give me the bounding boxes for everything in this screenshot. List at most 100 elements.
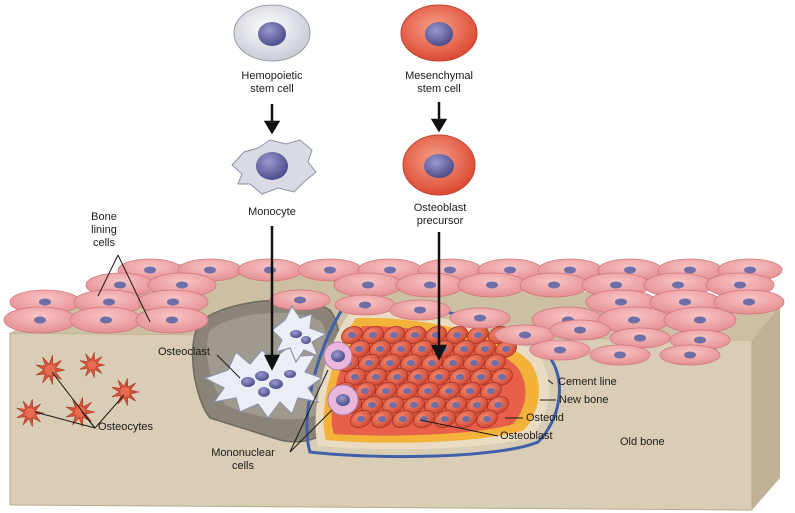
osteoclast-cell-2 xyxy=(271,304,328,364)
osteoblast-cell xyxy=(424,395,446,415)
bone-lining-cell xyxy=(135,306,209,334)
bone-lining-cell xyxy=(659,344,721,366)
osteoblast-cell xyxy=(459,381,481,401)
differentiation-arrows xyxy=(263,102,448,371)
precursor-label-line2: precursor xyxy=(416,215,464,227)
bone-lining-cell xyxy=(237,258,303,282)
hemopoietic-label-line1: Hemopoietic xyxy=(241,70,303,82)
osteoblast-cell xyxy=(361,395,383,415)
osteocytes-label: Osteocytes xyxy=(98,421,153,434)
bone-lining-cell xyxy=(3,306,77,334)
osteoblast-cell xyxy=(369,339,391,359)
osteoblast-cell xyxy=(386,367,408,387)
osteoblast-cell xyxy=(453,339,475,359)
osteoblast-label: Osteoblast xyxy=(500,430,553,443)
osteoblast-cell xyxy=(400,353,422,373)
osteoblast-cell xyxy=(434,409,456,429)
mononuclear-label-line2: cells xyxy=(231,460,254,472)
bone-lining-cell xyxy=(663,306,737,334)
osteoblast-cell xyxy=(413,409,435,429)
osteocytes-label-text: Osteocytes xyxy=(98,421,154,433)
osteoblast-cell xyxy=(466,395,488,415)
osteoblast-cell xyxy=(407,367,429,387)
osteoid-label: Osteoid xyxy=(526,412,564,425)
monocyte-label: Monocyte xyxy=(232,206,312,219)
hemopoietic-label-line2: stem cell xyxy=(250,83,294,95)
mesenchymal-stem-cell-label: Mesenchymal stem cell xyxy=(394,70,484,96)
osteoblast-cell xyxy=(403,395,425,415)
hemopoietic-stem-cell xyxy=(233,4,311,62)
bone-lining-cell xyxy=(609,327,671,349)
osteoblast-cell xyxy=(476,409,498,429)
osteoblast-cell xyxy=(392,409,414,429)
leader-lines xyxy=(34,254,556,453)
old-bone-label-text: Old bone xyxy=(620,436,665,448)
osteocyte xyxy=(16,399,45,427)
bone-lining-cell xyxy=(589,344,651,366)
bone-lining-line3: cells xyxy=(92,237,115,249)
osteoblast-cell xyxy=(382,395,404,415)
osteoblast-label-text: Osteoblast xyxy=(500,430,553,442)
bone-lining-cells xyxy=(3,258,785,366)
bone-lining-cell xyxy=(334,294,396,316)
osteoblast-cell xyxy=(474,339,496,359)
osteoclast-label: Osteoclast xyxy=(158,346,210,359)
bone-lining-cell xyxy=(333,272,403,298)
osteoblast-cell xyxy=(487,395,509,415)
new-bone-label: New bone xyxy=(559,394,609,407)
osteoblast-cell xyxy=(449,367,471,387)
osteoblast-cell xyxy=(455,409,477,429)
osteoblast-cell xyxy=(417,381,439,401)
bone-lining-cell xyxy=(549,319,611,341)
bone-side-face xyxy=(752,305,780,510)
osteoblast-cell xyxy=(411,339,433,359)
monocyte-label-text: Monocyte xyxy=(248,206,296,218)
osteoblast-cell xyxy=(390,339,412,359)
osteoblast-cell xyxy=(383,325,405,345)
new-bone-label-text: New bone xyxy=(559,394,609,406)
osteoblast-cell xyxy=(362,325,384,345)
bone-lining-cell xyxy=(519,272,589,298)
osteoblast-cell xyxy=(442,353,464,373)
bone-lining-cell xyxy=(529,339,591,361)
bone-lining-cell xyxy=(713,289,785,315)
mononuclear-cells-label: Mononuclear cells xyxy=(202,447,284,473)
osteocyte xyxy=(79,352,106,378)
osteoblast-cell xyxy=(484,353,506,373)
mononuclear-cells xyxy=(323,341,359,416)
bone-lining-cells-label: Bone lining cells xyxy=(82,211,126,250)
mesenchymal-label-line1: Mesenchymal xyxy=(405,70,473,82)
osteoblast-cell xyxy=(404,325,426,345)
osteoblast-precursor-cell xyxy=(402,134,476,196)
osteoblast-cell xyxy=(470,367,492,387)
hemopoietic-stem-cell-label: Hemopoietic stem cell xyxy=(228,70,316,96)
bone-lining-cell xyxy=(269,289,331,311)
cement-line-label: Cement line xyxy=(558,376,617,389)
osteoblast-cell xyxy=(344,367,366,387)
monocyte-cell xyxy=(231,139,317,195)
osteoblast-cluster xyxy=(333,325,517,429)
mesenchymal-stem-cell xyxy=(400,4,478,62)
osteoblast-cell xyxy=(341,325,363,345)
bone-lining-cell xyxy=(494,324,556,346)
old-bone-label: Old bone xyxy=(620,436,665,449)
osteocyte xyxy=(111,378,140,406)
bone-lining-cell xyxy=(457,272,527,298)
osteoid-label-text: Osteoid xyxy=(526,412,564,424)
osteoblast-cell xyxy=(445,395,467,415)
osteoblast-cell xyxy=(348,339,370,359)
osteoblast-precursor-label: Osteoblast precursor xyxy=(400,202,480,228)
osteoblast-cell xyxy=(438,381,460,401)
bone-lining-cell xyxy=(69,306,143,334)
bone-lining-line2: lining xyxy=(91,224,117,236)
bone-lining-cell xyxy=(389,299,451,321)
osteoblast-cell xyxy=(428,367,450,387)
cement-line-label-text: Cement line xyxy=(558,376,617,388)
osteoblast-cell xyxy=(491,367,513,387)
bone-lining-cell xyxy=(395,272,465,298)
osteoclast-label-text: Osteoclast xyxy=(158,346,210,358)
precursor-label-line1: Osteoblast xyxy=(413,202,467,214)
osteoclast-cell xyxy=(203,343,324,420)
bone-lining-line1: Bone xyxy=(91,211,117,223)
